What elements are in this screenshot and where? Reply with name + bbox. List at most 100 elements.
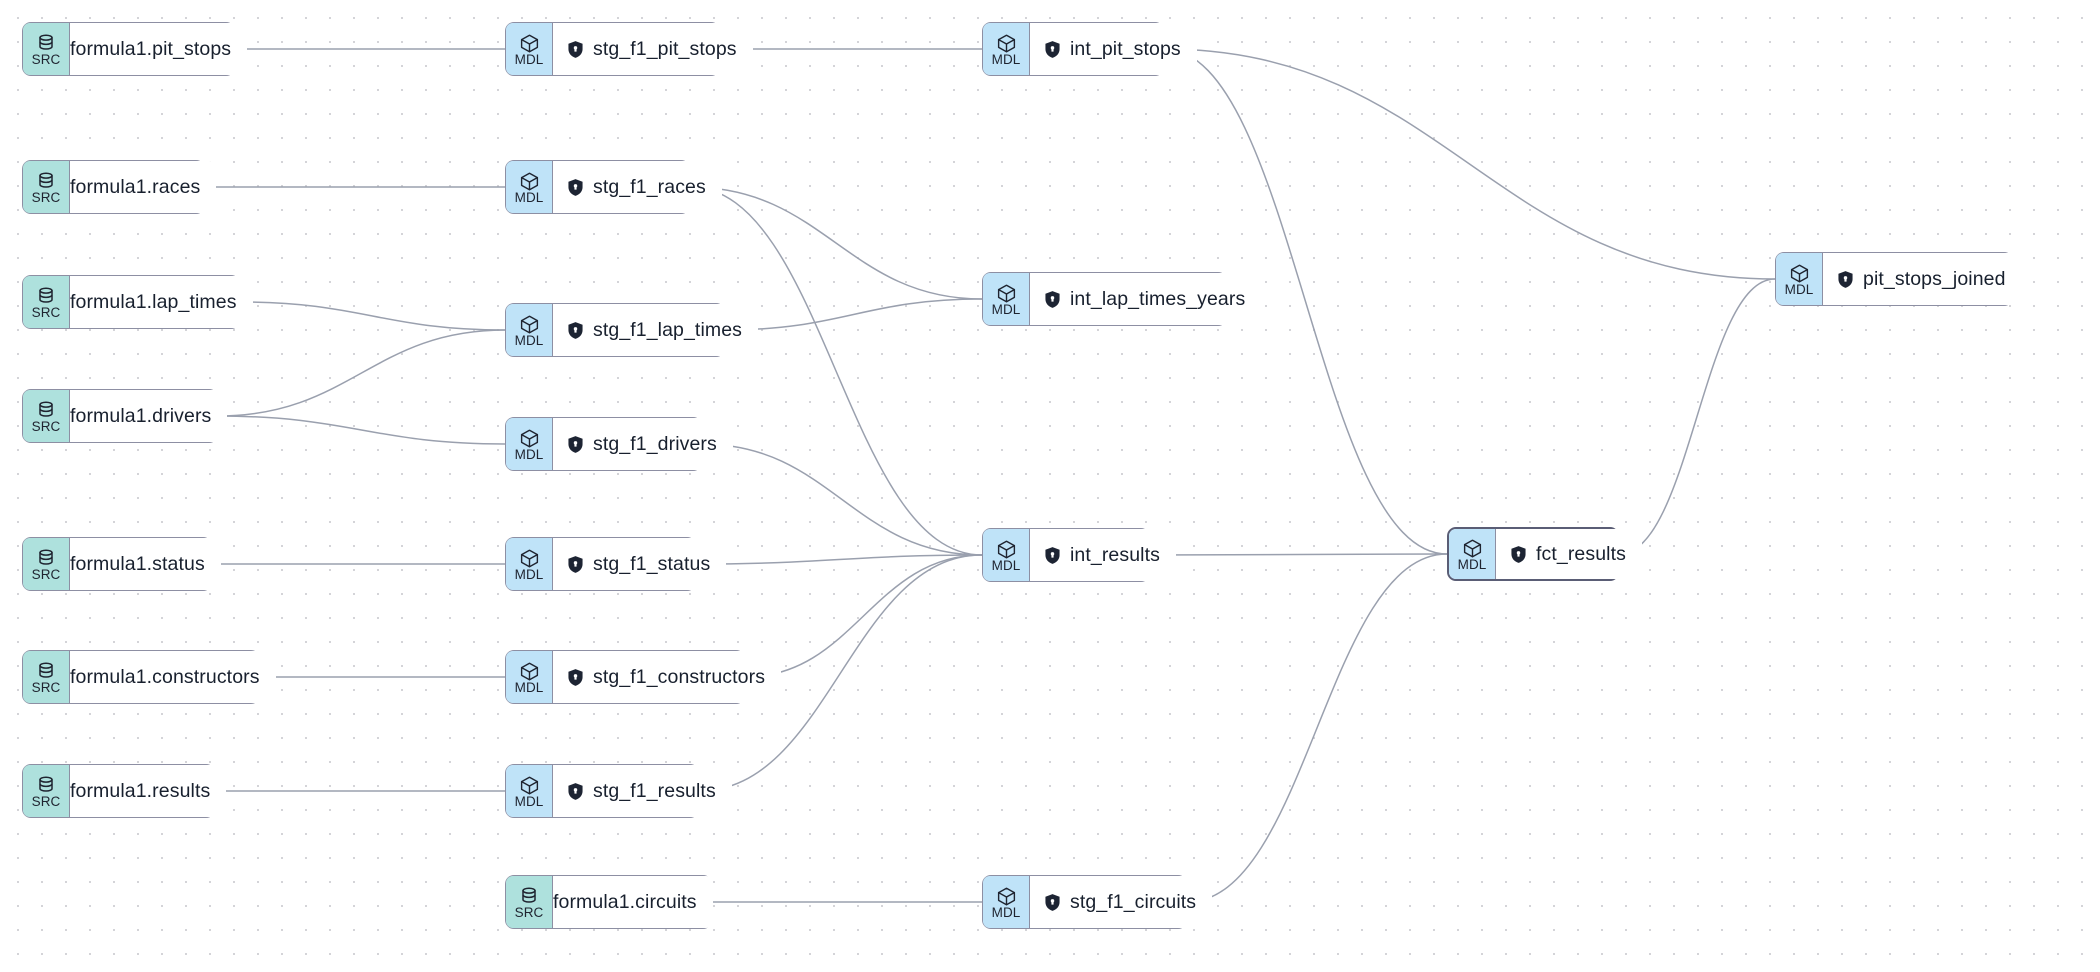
node-body: stg_f1_races (553, 161, 722, 213)
cube-icon (1462, 538, 1483, 557)
node-label: formula1.results (70, 779, 211, 802)
model-badge: MDL (506, 418, 553, 470)
shield-lock-icon (567, 668, 584, 687)
cube-icon (519, 33, 540, 52)
badge-type-label: MDL (1457, 556, 1487, 572)
node-label: formula1.drivers (70, 404, 212, 427)
graph-node-int_lap_times_years[interactable]: MDL int_lap_times_years (982, 272, 1262, 326)
badge-type-label: SRC (31, 566, 61, 582)
badge-type-label: MDL (514, 566, 544, 582)
model-badge: MDL (983, 23, 1030, 75)
graph-node-stg_status[interactable]: MDL stg_f1_status (505, 537, 727, 591)
node-body: formula1.results (70, 765, 227, 817)
node-body: stg_f1_status (553, 538, 727, 590)
node-body: stg_f1_constructors (553, 651, 782, 703)
graph-node-src_results[interactable]: SRC formula1.results (22, 764, 227, 818)
source-badge: SRC (23, 390, 70, 442)
badge-type-label: MDL (514, 189, 544, 205)
shield-lock-icon (1510, 545, 1527, 564)
node-label: stg_f1_races (593, 175, 706, 198)
model-badge: MDL (506, 765, 553, 817)
node-label: stg_f1_drivers (593, 432, 717, 455)
shield-lock-icon (567, 321, 584, 340)
model-badge: MDL (506, 651, 553, 703)
badge-type-label: MDL (1784, 281, 1814, 297)
graph-node-stg_drivers[interactable]: MDL stg_f1_drivers (505, 417, 733, 471)
shield-lock-icon (567, 435, 584, 454)
node-label: int_pit_stops (1070, 37, 1181, 60)
database-icon (36, 171, 56, 190)
source-badge: SRC (23, 765, 70, 817)
node-body: pit_stops_joined (1823, 253, 2022, 305)
node-label: pit_stops_joined (1863, 267, 2006, 290)
node-body: formula1.pit_stops (70, 23, 248, 75)
shield-lock-icon (567, 555, 584, 574)
node-label: stg_f1_circuits (1070, 890, 1197, 913)
node-label: formula1.races (70, 175, 201, 198)
database-icon (36, 548, 56, 567)
node-label: stg_f1_lap_times (593, 318, 743, 341)
badge-type-label: SRC (31, 304, 61, 320)
node-body: formula1.status (70, 538, 221, 590)
graph-node-pit_stops_joined[interactable]: MDL pit_stops_joined (1775, 252, 2022, 306)
node-body: formula1.races (70, 161, 217, 213)
badge-type-label: SRC (31, 793, 61, 809)
shield-lock-icon (1044, 893, 1061, 912)
graph-node-src_status[interactable]: SRC formula1.status (22, 537, 221, 591)
badge-type-label: MDL (514, 679, 544, 695)
node-body: stg_f1_results (553, 765, 732, 817)
node-body: int_lap_times_years (1030, 273, 1262, 325)
node-label: fct_results (1536, 542, 1626, 565)
source-badge: SRC (23, 651, 70, 703)
graph-node-stg_pit_stops[interactable]: MDL stg_f1_pit_stops (505, 22, 753, 76)
cube-icon (519, 548, 540, 567)
badge-type-label: MDL (514, 51, 544, 67)
node-label: formula1.status (70, 552, 205, 575)
database-icon (519, 886, 539, 905)
badge-type-label: SRC (514, 904, 544, 920)
cube-icon (519, 775, 540, 794)
node-body: stg_f1_pit_stops (553, 23, 753, 75)
cube-icon (996, 283, 1017, 302)
database-icon (36, 775, 56, 794)
shield-lock-icon (567, 178, 584, 197)
badge-type-label: SRC (31, 189, 61, 205)
source-badge: SRC (506, 876, 553, 928)
node-label: int_results (1070, 543, 1160, 566)
node-body: stg_f1_drivers (553, 418, 733, 470)
node-body: formula1.drivers (70, 390, 228, 442)
badge-type-label: MDL (514, 793, 544, 809)
badge-type-label: MDL (991, 301, 1021, 317)
graph-node-src_races[interactable]: SRC formula1.races (22, 160, 217, 214)
graph-node-int_pit_stops[interactable]: MDL int_pit_stops (982, 22, 1197, 76)
graph-node-stg_results[interactable]: MDL stg_f1_results (505, 764, 732, 818)
shield-lock-icon (1044, 546, 1061, 565)
source-badge: SRC (23, 23, 70, 75)
model-badge: MDL (1449, 529, 1496, 579)
graph-node-stg_races[interactable]: MDL stg_f1_races (505, 160, 722, 214)
graph-node-stg_lap_times[interactable]: MDL stg_f1_lap_times (505, 303, 759, 357)
cube-icon (996, 33, 1017, 52)
graph-node-fct_results[interactable]: MDL fct_results (1447, 527, 1642, 581)
cube-icon (1789, 263, 1810, 282)
model-badge: MDL (506, 161, 553, 213)
source-badge: SRC (23, 161, 70, 213)
model-badge: MDL (983, 273, 1030, 325)
node-label: stg_f1_results (593, 779, 716, 802)
node-body: int_results (1030, 529, 1176, 581)
node-label: int_lap_times_years (1070, 287, 1246, 310)
node-label: stg_f1_constructors (593, 665, 766, 688)
model-badge: MDL (506, 304, 553, 356)
graph-node-stg_constructors[interactable]: MDL stg_f1_constructors (505, 650, 782, 704)
cube-icon (519, 314, 540, 333)
cube-icon (996, 886, 1017, 905)
node-body: int_pit_stops (1030, 23, 1197, 75)
